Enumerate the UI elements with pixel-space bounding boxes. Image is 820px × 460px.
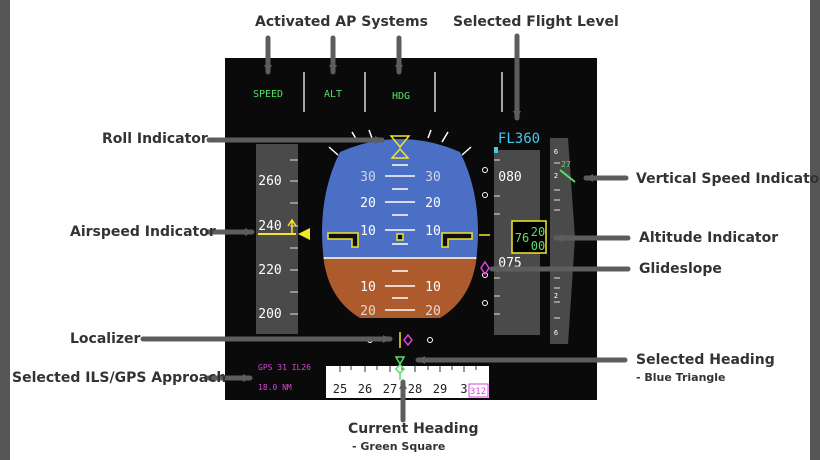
altitude-tick-080: 080 (498, 170, 521, 185)
label-altitude-indicator: Altitude Indicator (639, 230, 779, 246)
current-heading-square-icon (394, 363, 406, 375)
airspeed-tape: 260 240 220 200 (256, 144, 310, 334)
vs-tick-down-6: 6 (554, 329, 558, 337)
altitude-bug-icon (494, 147, 498, 153)
fma-alt-mode: ALT (324, 89, 342, 100)
vs-tick-down-2: 2 (554, 292, 558, 300)
altitude-readout-upper: 20 (531, 225, 545, 239)
fma-speed-mode: SPEED (253, 89, 283, 100)
left-frame-bar (0, 0, 10, 460)
airspeed-pointer-icon (298, 228, 310, 240)
label-airspeed-indicator: Airspeed Indicator (70, 224, 216, 240)
pitch-label-30-left: 30 (360, 170, 376, 185)
localizer-scale (367, 332, 433, 348)
selected-heading-box (468, 383, 489, 398)
callout-arrows (140, 33, 631, 423)
label-current-heading-note: - Green Square (352, 440, 446, 453)
right-frame-bar (810, 0, 820, 460)
airspeed-tick-240: 240 (258, 219, 281, 234)
airspeed-tick-260: 260 (258, 174, 281, 189)
airspeed-tick-220: 220 (258, 263, 281, 278)
pitch-label-minus20-left: 20 (360, 304, 376, 319)
vs-readout: 27 (561, 160, 571, 169)
altitude-tape: 080 075 76 20 00 (494, 147, 547, 335)
label-selected-approach: Selected ILS/GPS Approach (12, 370, 227, 386)
pitch-label-30-right: 30 (425, 170, 441, 185)
label-localizer: Localizer (70, 331, 141, 347)
label-glideslope: Glideslope (639, 261, 722, 277)
heading-tape: 25 26 27 28 29 3 312 (326, 356, 489, 398)
heading-tick-28: 28 (408, 382, 422, 396)
label-selected-heading-note: - Blue Triangle (636, 371, 726, 384)
heading-tick-3: 3 (460, 382, 467, 396)
selected-flight-level-readout: FL360 (498, 131, 540, 147)
glideslope-scale (482, 167, 488, 306)
label-vertical-speed-indicator: Vertical Speed Indicator (636, 171, 820, 187)
altitude-readout-main: 76 (515, 231, 529, 245)
heading-tick-27: 27 (383, 382, 397, 396)
altitude-readout-lower: 00 (531, 239, 545, 253)
glideslope-diamond-icon (480, 260, 490, 276)
pitch-label-10-left: 10 (360, 224, 376, 239)
roll-pointer-icon (389, 135, 411, 159)
airspeed-tick-200: 200 (258, 307, 281, 322)
heading-tick-26: 26 (358, 382, 372, 396)
label-selected-heading: Selected Heading (636, 352, 775, 368)
ground-area (322, 258, 478, 318)
pitch-label-minus20-right: 20 (425, 304, 441, 319)
heading-tick-25: 25 (333, 382, 347, 396)
pitch-label-20-right: 20 (425, 196, 441, 211)
altitude-readout-box (511, 220, 547, 254)
label-current-heading: Current Heading (348, 421, 479, 437)
localizer-diamond-icon (403, 333, 413, 347)
fma-hdg-mode: HDG (392, 91, 410, 102)
heading-tick-29: 29 (433, 382, 447, 396)
label-activated-ap-systems: Activated AP Systems (255, 14, 428, 30)
speed-trend-arrow-icon (287, 218, 297, 234)
label-selected-flight-level: Selected Flight Level (453, 14, 619, 30)
vs-tick-up-2: 2 (554, 172, 558, 180)
vs-needle (559, 169, 576, 183)
label-roll-indicator: Roll Indicator (102, 131, 208, 147)
vs-tick-up-6: 6 (554, 148, 558, 156)
aircraft-symbol (327, 232, 473, 248)
selected-heading-readout: 312 (470, 387, 486, 397)
approach-distance: 18.0 NM (258, 383, 292, 392)
pitch-label-minus10-right: 10 (425, 280, 441, 295)
fma-separators (303, 72, 503, 112)
pitch-label-20-left: 20 (360, 196, 376, 211)
approach-name: GPS 31 IL26 (258, 363, 311, 372)
pitch-ladder (385, 164, 415, 311)
selected-heading-triangle-icon (394, 356, 406, 366)
pitch-label-minus10-left: 10 (360, 280, 376, 295)
pitch-label-10-right: 10 (425, 224, 441, 239)
